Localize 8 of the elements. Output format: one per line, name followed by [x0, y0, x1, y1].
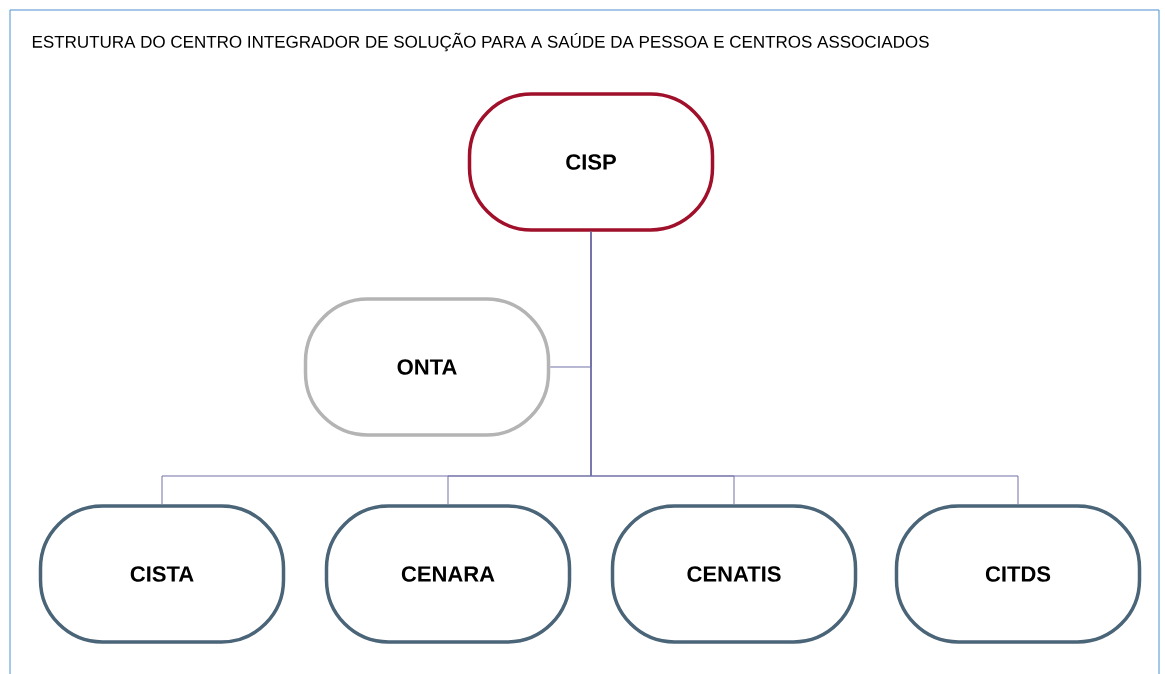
- rounded-box: ONTA: [303, 297, 551, 437]
- title: ESTRUTURA DO CENTRO INTEGRADOR DE SOLUÇÃO PARA A SAÚDE DA PESSOA E CENTROS ASSOCIADOS: [32, 32, 929, 52]
- rounded-box: CISP: [467, 92, 715, 232]
- rounded-box: CENATIS: [610, 504, 858, 644]
- rounded-box: CENARA: [324, 504, 572, 644]
- rounded-box: CISTA: [38, 504, 286, 644]
- rounded-box: CITDS: [894, 504, 1142, 644]
- connector-line: [590, 231, 1019, 505]
